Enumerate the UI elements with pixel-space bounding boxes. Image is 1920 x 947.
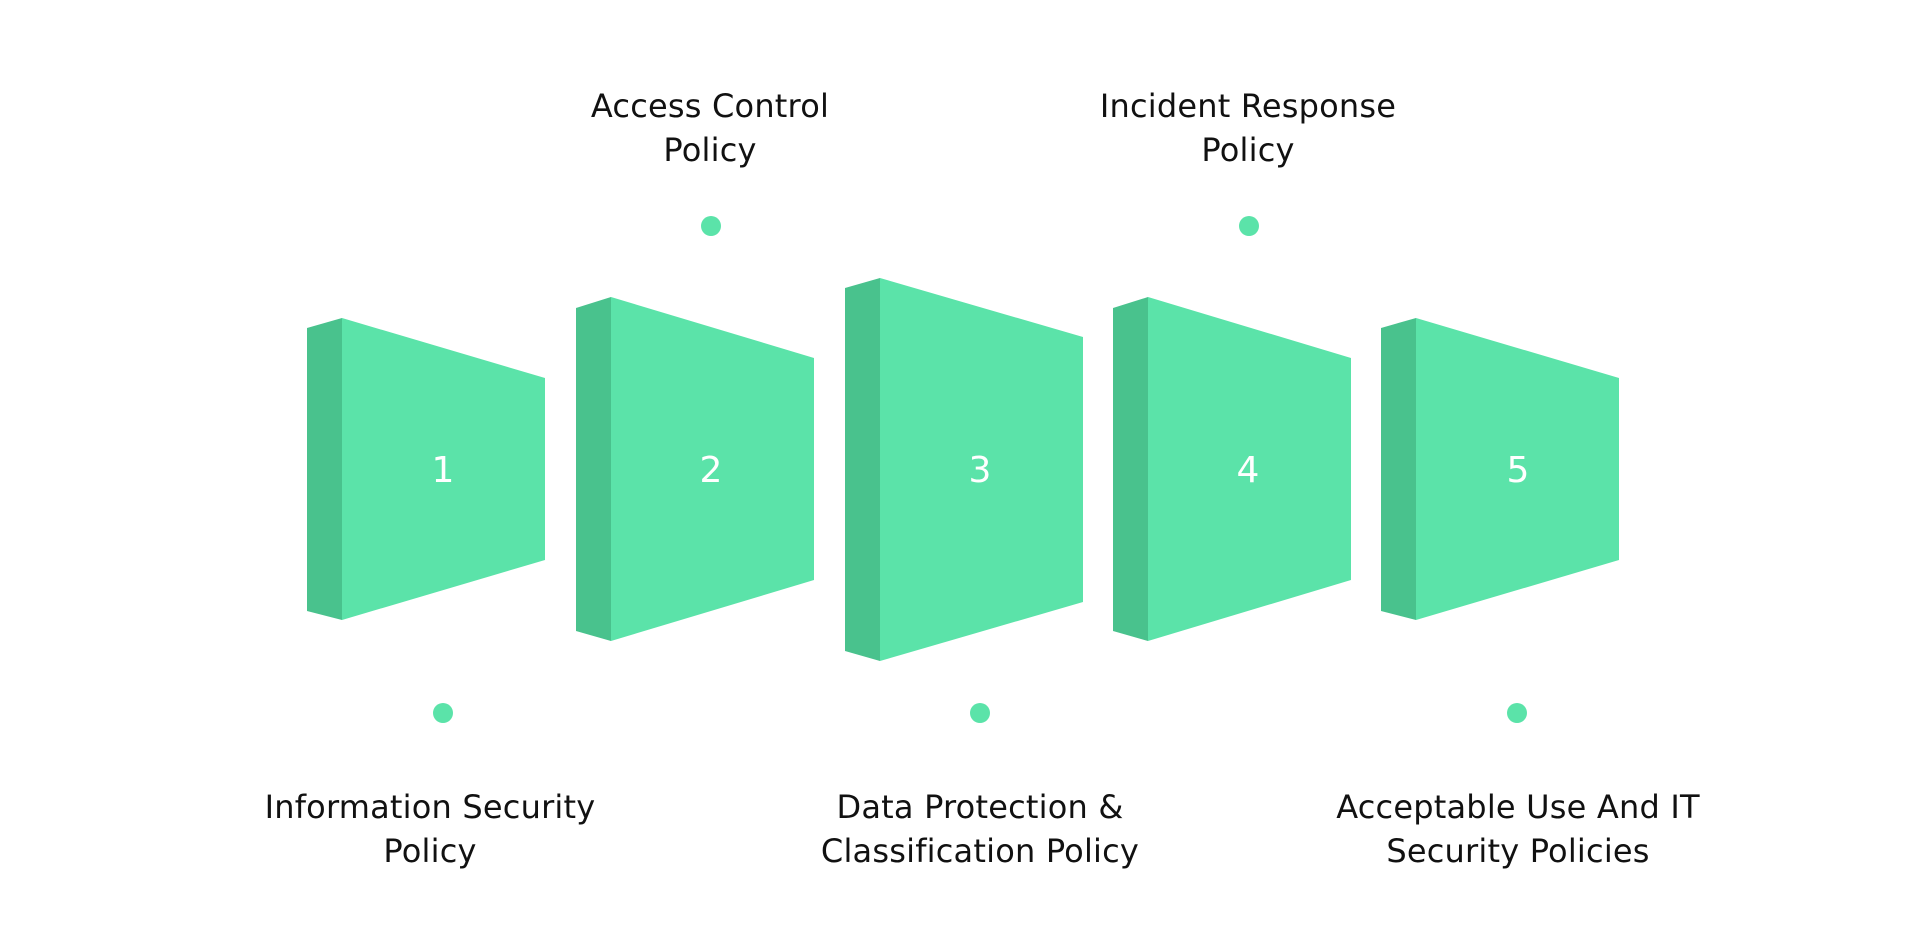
step-2: 2 — [576, 216, 814, 641]
step-5-block-front — [1416, 318, 1619, 620]
step-3-number: 3 — [969, 450, 992, 491]
step-4-block-side — [1113, 297, 1148, 641]
step-4-block-front — [1148, 297, 1351, 641]
step-3-label: Data Protection & Classification Policy — [770, 785, 1190, 873]
step-5-block-side — [1381, 318, 1416, 620]
step-2-dot — [701, 216, 721, 236]
step-3-block-front — [880, 278, 1083, 661]
step-1: 1 — [307, 318, 545, 723]
step-1-block-side — [307, 318, 342, 620]
step-3-label-line1: Data Protection & — [836, 788, 1124, 826]
step-4-label: Incident Response Policy — [1038, 84, 1458, 172]
step-5-label-line2: Security Policies — [1386, 832, 1650, 870]
step-4: 4 — [1113, 216, 1351, 641]
step-1-number: 1 — [432, 450, 455, 491]
step-1-label-line1: Information Security — [264, 788, 596, 826]
step-5-label-line1: Acceptable Use And IT — [1336, 788, 1700, 826]
step-4-dot — [1239, 216, 1259, 236]
step-3-dot — [970, 703, 990, 723]
step-4-label-line2: Policy — [1201, 131, 1295, 169]
step-2-block-side — [576, 297, 611, 641]
step-2-number: 2 — [700, 450, 723, 491]
step-1-dot — [433, 703, 453, 723]
step-3: 3 — [845, 278, 1083, 723]
step-1-label: Information Security Policy — [220, 785, 640, 873]
step-5: 5 — [1381, 318, 1619, 723]
step-4-label-line1: Incident Response — [1099, 87, 1397, 125]
step-3-label-line2: Classification Policy — [820, 832, 1140, 870]
step-5-number: 5 — [1507, 450, 1530, 491]
step-5-label: Acceptable Use And IT Security Policies — [1308, 785, 1728, 873]
step-3-block-side — [845, 278, 880, 661]
step-1-label-line2: Policy — [383, 832, 477, 870]
step-2-label-line1: Access Control — [590, 87, 830, 125]
step-2-label: Access Control Policy — [500, 84, 920, 172]
step-2-label-line2: Policy — [663, 131, 757, 169]
step-2-block-front — [611, 297, 814, 641]
step-1-block-front — [342, 318, 545, 620]
step-5-dot — [1507, 703, 1527, 723]
step-4-number: 4 — [1237, 450, 1260, 491]
